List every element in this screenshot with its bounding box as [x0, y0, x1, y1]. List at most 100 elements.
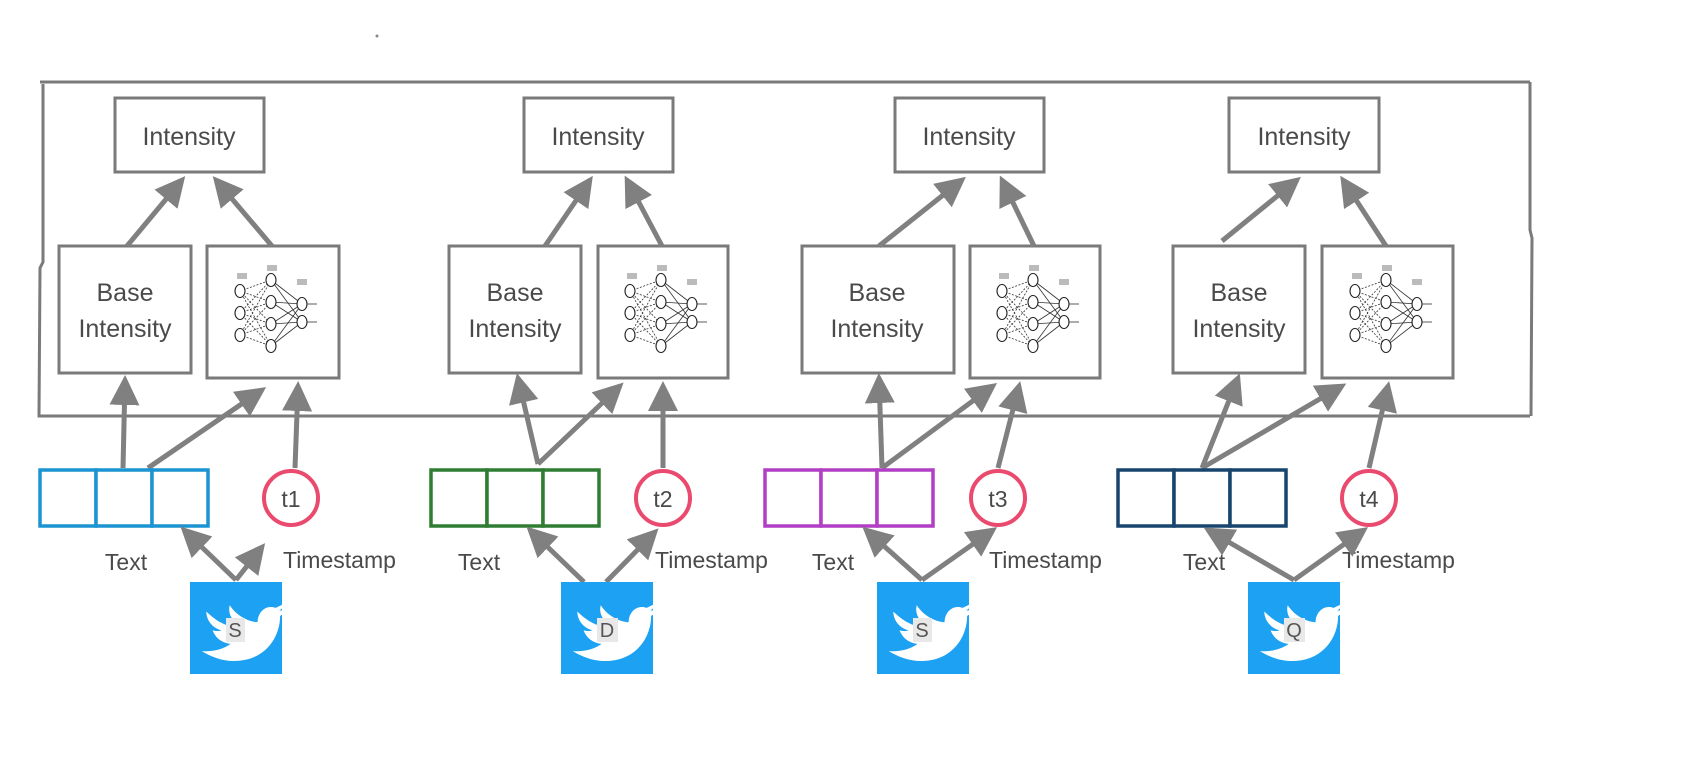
nn-node — [296, 314, 308, 330]
nn-node — [234, 327, 246, 343]
nn-node — [265, 294, 277, 310]
nn-node — [996, 283, 1008, 299]
embedding-cell — [1116, 468, 1176, 528]
nn-node — [1380, 338, 1392, 354]
text-label: Text — [812, 549, 855, 575]
nn-edge — [239, 279, 272, 314]
nn-edge — [1001, 279, 1034, 336]
nn-layer-caption-mark — [1029, 265, 1039, 271]
embedding-cell — [875, 468, 935, 528]
column-3: Intensity Base Intensity t3 Text Timesta… — [763, 96, 1102, 674]
base-intensity-label-line1: Base — [487, 279, 544, 307]
nn-edge — [629, 279, 662, 314]
nn-edge — [660, 321, 693, 347]
nn-edge — [270, 303, 303, 325]
nn-edge — [629, 279, 662, 336]
base-intensity-label-line2: Intensity — [1192, 315, 1286, 343]
base-intensity-box — [447, 244, 583, 375]
nn-node — [1027, 316, 1039, 332]
base-intensity-label-line1: Base — [849, 279, 906, 307]
embedding-cell — [819, 468, 879, 528]
timestamp-node — [634, 469, 692, 527]
text-label: Text — [458, 549, 501, 575]
nn-edge — [660, 303, 693, 347]
user-initial: Q — [1286, 620, 1302, 642]
column-1: Intensity Base Intensity t1 Text Timesta… — [38, 96, 396, 674]
embedding-cell — [541, 468, 601, 528]
nn-edge — [660, 279, 693, 323]
nn-edge — [1385, 279, 1418, 323]
nn-node — [265, 272, 277, 288]
text-embedding — [429, 468, 601, 528]
base-intensity-label-line1: Base — [97, 279, 154, 307]
nn-node — [686, 296, 698, 312]
user-badge — [597, 618, 618, 642]
nn-node — [1380, 316, 1392, 332]
nn-node — [1411, 314, 1423, 330]
nn-edge — [1001, 279, 1034, 314]
column-2: Intensity Base Intensity t2 Text Timesta… — [429, 96, 768, 674]
base-intensity-label-line1: Base — [1211, 279, 1268, 307]
nn-edge — [1385, 303, 1418, 347]
nn-edge — [629, 301, 662, 336]
nn-edge — [239, 279, 272, 336]
nn-node — [1058, 296, 1070, 312]
nn-node — [996, 305, 1008, 321]
nn-edge — [1032, 279, 1065, 305]
nn-node — [265, 316, 277, 332]
nn-edge — [270, 279, 303, 323]
base-intensity-label-line2: Intensity — [830, 315, 924, 343]
timestamp-label: Timestamp — [1342, 547, 1455, 573]
nn-edge — [239, 312, 272, 347]
stray-dot — [375, 34, 379, 38]
embedding-cell — [1228, 468, 1288, 528]
nn-node — [624, 305, 636, 321]
timestamp-label: Timestamp — [989, 547, 1102, 573]
model-frame — [37, 80, 1534, 418]
nn-layer-caption-mark — [1352, 273, 1362, 279]
user-initial: S — [915, 620, 928, 642]
intensity-label: Intensity — [551, 123, 645, 151]
nn-edge — [1385, 303, 1418, 325]
embedding-cell — [1172, 468, 1232, 528]
nn-node — [234, 283, 246, 299]
base-intensity-label-line2: Intensity — [468, 315, 562, 343]
text-embedding — [1116, 468, 1288, 528]
text-embedding — [763, 468, 935, 528]
nn-layer-caption-mark — [1059, 279, 1069, 285]
nn-node — [1027, 294, 1039, 310]
nn-edge — [1354, 279, 1387, 336]
nn-edge — [1385, 321, 1418, 347]
nn-node — [1058, 314, 1070, 330]
nn-edge — [1354, 312, 1387, 347]
intensity-label: Intensity — [1257, 123, 1351, 151]
nn-edge — [660, 279, 693, 305]
nn-node — [996, 327, 1008, 343]
nn-node — [1349, 327, 1361, 343]
nn-edge — [660, 301, 693, 323]
nn-edge — [1032, 279, 1065, 323]
nn-edge — [270, 301, 303, 323]
timestamp-node-label: t2 — [653, 486, 672, 512]
column-4: Intensity Base Intensity t4 Text Timesta… — [1116, 96, 1455, 674]
nn-node — [1349, 305, 1361, 321]
embedding-cell — [38, 468, 98, 528]
nn-edge — [660, 303, 693, 325]
nn-edge — [1354, 279, 1387, 314]
intensity-label: Intensity — [142, 123, 236, 151]
timestamp-node — [1340, 469, 1398, 527]
nn-node — [655, 338, 667, 354]
nn-edge — [1032, 321, 1065, 347]
nn-node — [1027, 272, 1039, 288]
intensity-box — [522, 96, 675, 174]
nn-layer-caption-mark — [687, 279, 697, 285]
nn-layer-caption-mark — [297, 279, 307, 285]
intensity-box — [113, 96, 266, 174]
nn-edge — [629, 312, 662, 347]
user-badge — [913, 618, 932, 642]
nn-layer-caption-mark — [657, 265, 667, 271]
nn-layer-caption-mark — [999, 273, 1009, 279]
nn-edge — [270, 279, 303, 305]
nn-node — [624, 327, 636, 343]
